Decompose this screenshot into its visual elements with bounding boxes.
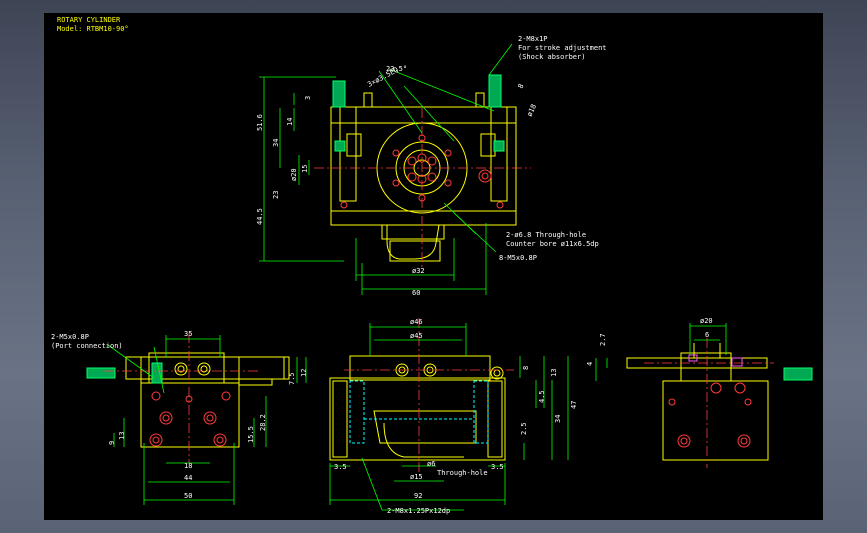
top-callout-port-note2: (Shock absorber) (518, 53, 585, 61)
top-dim-h2: 34 (272, 139, 280, 147)
top-dim-23: 23 (272, 191, 280, 199)
end-view: ø20 6 2.7 4 (586, 317, 813, 468)
side-dim-92: 92 (414, 492, 422, 500)
front-dim-9: 9 (108, 441, 116, 445)
side-dim-25: 2.5 (520, 422, 528, 435)
top-dim-h1: 51.6 (256, 114, 264, 131)
end-dim-d20: ø20 (700, 317, 713, 325)
end-dim-4: 4 (586, 362, 594, 366)
front-dim-44: 44 (184, 474, 192, 482)
front-dim-282: 28.2 (259, 414, 267, 431)
side-dim-45: 4.5 (538, 390, 546, 403)
side-dim-35b: 3.5 (491, 463, 504, 471)
side-dim-34: 34 (554, 415, 562, 423)
top-callout-hole: 2-ø6.8 Through-hole (506, 231, 586, 239)
top-dim-d20: ø20 (290, 168, 298, 181)
side-dim-d6: ø6 (427, 460, 435, 468)
top-callout-hole-note: Counter bore ø11x6.5dp (506, 240, 599, 248)
top-callout-port-note1: For stroke adjustment (518, 44, 607, 52)
front-callout-port: 2-M5x0.8P (51, 333, 89, 341)
top-dim-d8: ø18 (526, 103, 539, 118)
top-dim-32: ø32 (412, 267, 425, 275)
side-dim-47: 47 (570, 401, 578, 409)
front-dim-155: 15.5 (247, 426, 255, 443)
side-dim-d15: ø15 (410, 473, 423, 481)
front-dim-75: 7.5 (288, 372, 296, 385)
title-line1: ROTARY CYLINDER (57, 16, 121, 24)
top-callout-port: 2-M8x1P (518, 35, 548, 43)
front-view: 2-M5x0.8P (Port connection) 35 7.5 12 15… (51, 330, 308, 505)
top-fittings (332, 74, 505, 152)
drawing-canvas[interactable]: ROTARY CYLINDER Model: RTBM10-90° (44, 13, 823, 520)
top-dim-8: 8 (517, 83, 526, 90)
top-bolt-pattern: 3×ø3.5EQ (366, 66, 400, 89)
title-block: ROTARY CYLINDER Model: RTBM10-90° (57, 16, 129, 33)
side-through: Through-hole (437, 469, 488, 477)
side-dim-d45: ø45 (410, 332, 423, 340)
side-callout-bottom: 2-M8x1.25Px12dp (387, 507, 450, 515)
top-dim-h3: 14 (286, 118, 294, 126)
top-view: 2-M8x1P For stroke adjustment (Shock abs… (256, 35, 607, 297)
front-dim-50: 50 (184, 492, 192, 500)
side-dim-d46: ø46 (410, 318, 423, 326)
end-dim-6: 6 (705, 331, 709, 339)
front-callout-port-note: (Port connection) (51, 342, 123, 350)
technical-drawing: ROTARY CYLINDER Model: RTBM10-90° (51, 16, 813, 515)
top-dim-15: 15 (301, 165, 309, 173)
top-angle: 23.5° (386, 65, 407, 73)
front-dim-18: 18 (184, 462, 192, 470)
top-dim-445: 44.5 (256, 208, 264, 225)
front-dim-13: 13 (118, 432, 126, 440)
side-dim-13: 13 (550, 369, 558, 377)
front-dim-12: 12 (300, 369, 308, 377)
top-dim-h4: 3 (304, 96, 312, 100)
end-dim-27: 2.7 (599, 333, 607, 346)
side-view: ø46 ø45 8 13 4.5 34 47 2.5 3.5 ø6 Throug… (329, 318, 578, 515)
side-dim-35: 3.5 (334, 463, 347, 471)
side-dim-8: 8 (522, 366, 530, 370)
top-callout-m5: 8-M5x0.8P (499, 254, 537, 262)
front-dim-35: 35 (184, 330, 192, 338)
top-dim-60: 60 (412, 289, 420, 297)
title-line2: Model: RTBM10-90° (57, 25, 129, 33)
